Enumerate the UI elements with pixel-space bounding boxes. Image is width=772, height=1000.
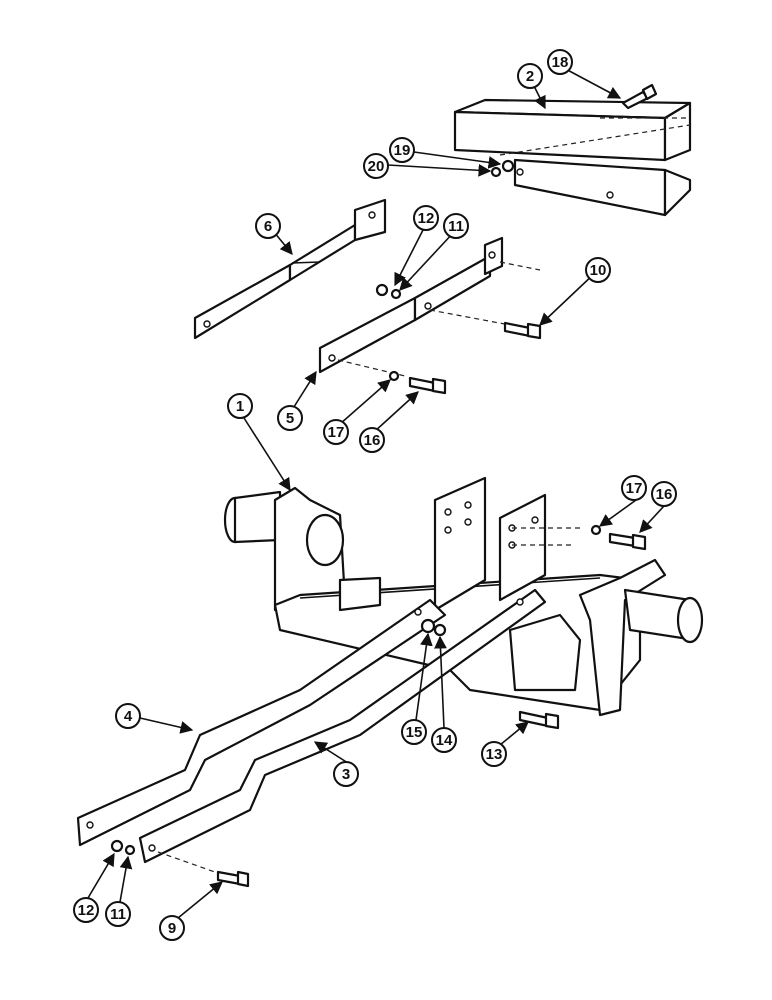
svg-text:11: 11 [448,218,464,235]
svg-text:1: 1 [236,398,244,415]
part-10-bolt [503,321,542,340]
leader-lines [87,65,665,919]
svg-text:4: 4 [124,708,133,725]
callout-17-lower: 17 [621,475,647,501]
part-18-bolt [621,83,658,110]
part-11-12-washer-nut-lower [110,839,136,856]
callout-16-lower: 16 [651,481,677,507]
callout-1: 1 [227,393,253,419]
callout-15: 15 [401,719,427,745]
callout-11-upper: 11 [443,213,469,239]
part-16-17-bolt-lower [590,524,647,551]
part-1-main-frame [223,476,704,717]
svg-text:14: 14 [436,732,453,749]
part-9-bolt [216,870,250,888]
callout-10: 10 [585,257,611,283]
part-13-bolt [518,710,560,730]
svg-text:19: 19 [394,142,411,159]
callout-6: 6 [255,213,281,239]
svg-text:17: 17 [328,424,345,441]
part-3-arm [138,588,547,873]
svg-text:16: 16 [364,432,381,449]
part-16-17-bolt-upper [388,370,447,395]
svg-text:6: 6 [264,218,272,235]
callout-11-lower: 11 [105,901,131,927]
callout-16-upper: 16 [359,427,385,453]
callout-4: 4 [115,703,141,729]
svg-text:16: 16 [656,486,673,503]
part-11-12-washer-nut-upper [375,283,402,300]
svg-text:12: 12 [78,902,95,919]
callout-12-upper: 12 [413,205,439,231]
svg-text:5: 5 [286,410,294,427]
callout-13: 13 [481,741,507,767]
svg-text:11: 11 [110,906,126,923]
callout-9: 9 [159,915,185,941]
svg-text:12: 12 [418,210,435,227]
svg-text:20: 20 [368,158,385,175]
part-14-15-nut-washer [420,618,447,637]
svg-text:15: 15 [406,724,423,741]
part-2-channel-bracket [453,98,692,217]
callout-18: 18 [547,49,573,75]
svg-text:3: 3 [342,766,350,783]
callout-12-lower: 12 [73,897,99,923]
part-4-arm [76,598,447,847]
callout-20: 20 [363,153,389,179]
part-19-20-washer-nut [490,159,515,178]
svg-text:17: 17 [626,480,643,497]
callout-5: 5 [277,405,303,431]
svg-text:18: 18 [552,54,569,71]
callout-2: 2 [517,63,543,89]
part-5-strap [318,236,541,377]
callout-3: 3 [333,761,359,787]
svg-text:9: 9 [168,920,176,937]
svg-text:13: 13 [486,746,503,763]
callout-17-upper: 17 [323,419,349,445]
svg-text:2: 2 [526,68,534,85]
svg-text:10: 10 [590,262,607,279]
part-6-strap [193,198,387,340]
callout-14: 14 [431,727,457,753]
callout-19: 19 [389,137,415,163]
